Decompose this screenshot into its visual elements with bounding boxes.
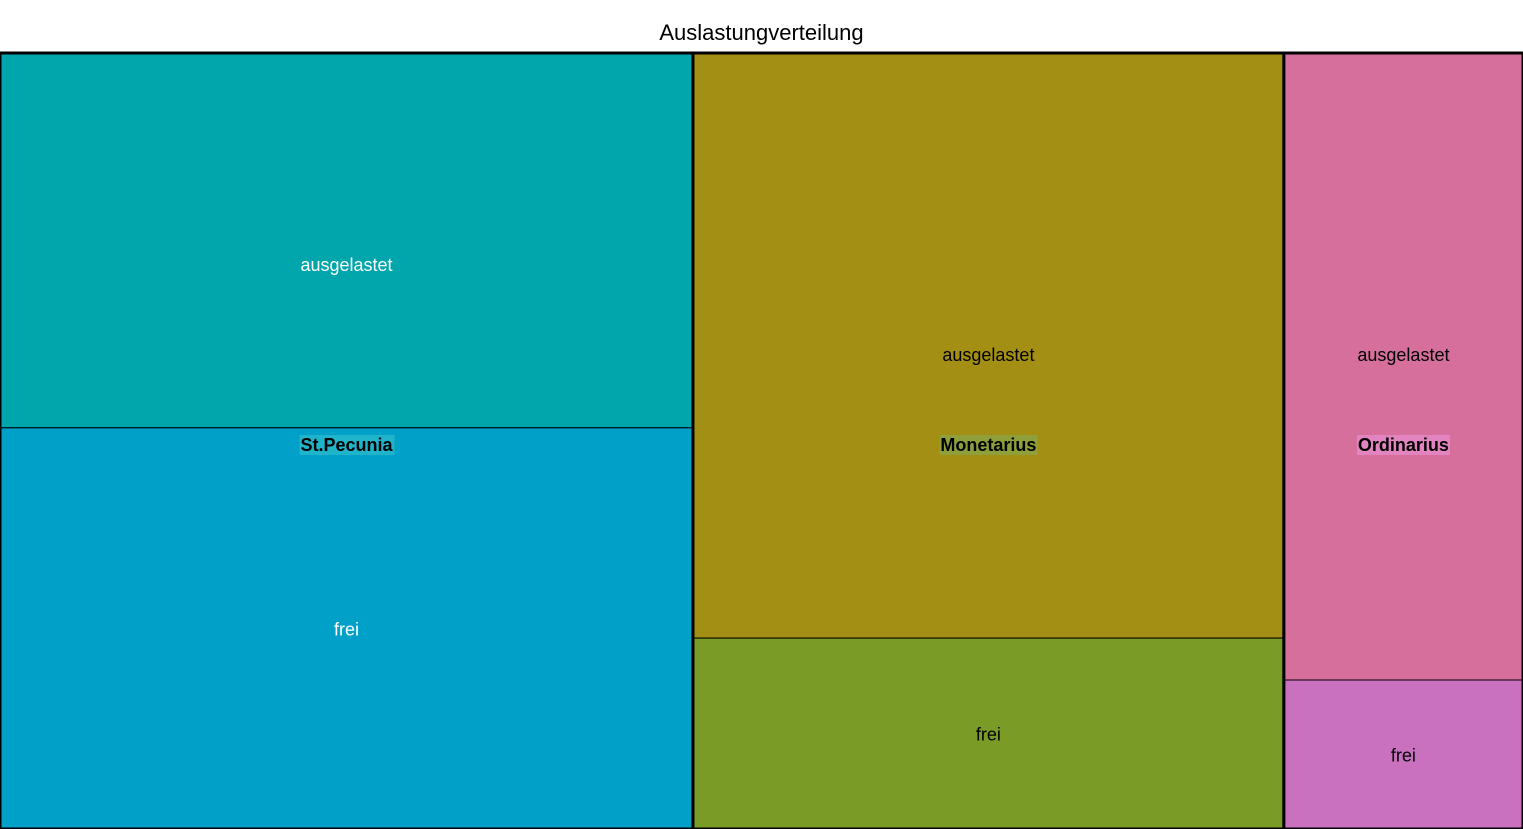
label-monetarius-frei: frei — [976, 725, 1001, 745]
group-label-bg-ordinarius — [1356, 435, 1450, 455]
label-st-pecunia-frei: frei — [334, 619, 359, 639]
tile-st-pecunia-frei — [0, 427, 694, 829]
group-label-monetarius: Monetarius — [940, 435, 1036, 455]
tile-ordinarius-ausgelastet — [1283, 52, 1523, 681]
group-label-st-pecunia: St.Pecunia — [300, 435, 393, 455]
tile-monetarius-frei — [692, 637, 1285, 829]
group-label-ordinarius: Ordinarius — [1358, 435, 1449, 455]
chart-title: Auslastungverteilung — [659, 20, 864, 45]
label-monetarius-ausgelastet: ausgelastet — [942, 345, 1034, 365]
tile-ordinarius-frei — [1283, 679, 1523, 829]
group-label-bg-monetarius — [939, 435, 1038, 455]
label-ordinarius-frei: frei — [1391, 746, 1416, 766]
group-label-bg-st-pecunia — [299, 435, 395, 455]
tile-st-pecunia-ausgelastet — [0, 52, 694, 429]
label-st-pecunia-ausgelastet: ausgelastet — [300, 255, 392, 275]
label-ordinarius-ausgelastet: ausgelastet — [1357, 345, 1449, 365]
